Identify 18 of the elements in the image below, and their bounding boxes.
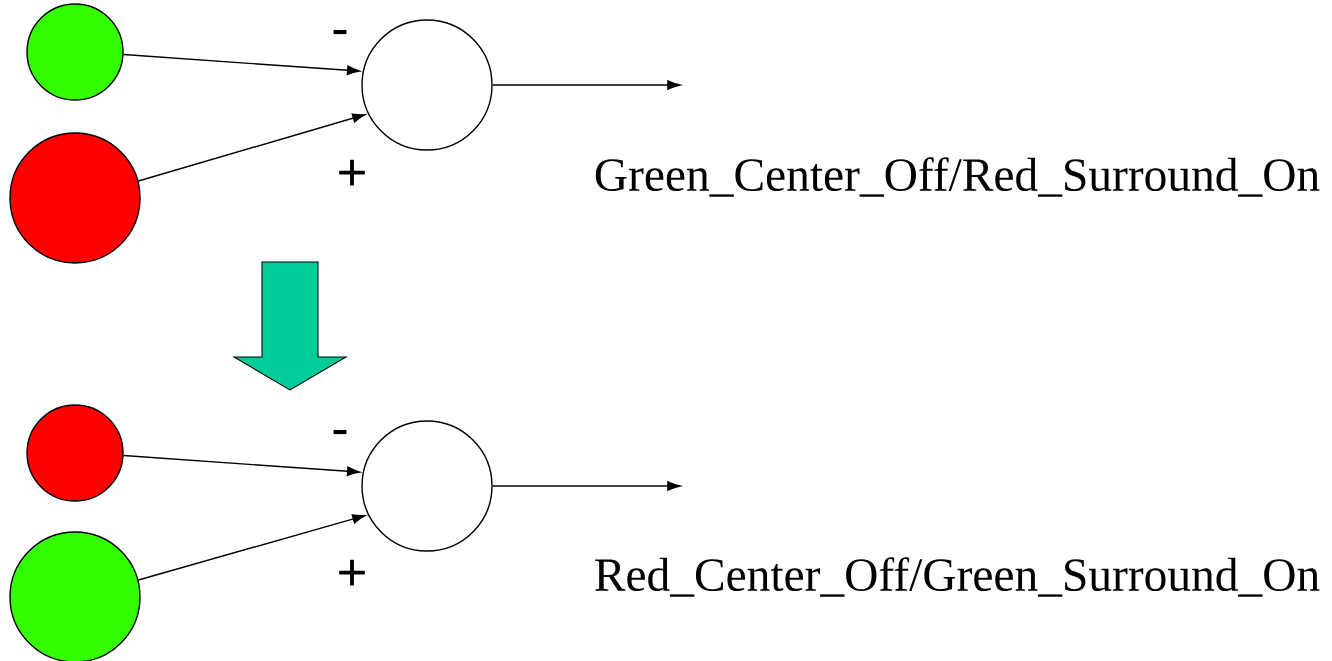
circle-node [9,531,141,661]
circle-node [361,19,493,151]
arrow [492,481,681,491]
arrow [122,53,361,76]
output-label: Red_Center_Off/Green_Surround_On [595,557,1320,597]
arrow [137,113,366,182]
sign-label: - [333,29,347,35]
circle-node [361,420,493,552]
circle-node [26,3,124,101]
circle-node [9,132,141,264]
arrow [122,454,361,477]
output-label: Green_Center_Off/Red_Surround_On [595,157,1320,197]
sign-label: + [339,159,365,186]
sign-label: + [339,559,365,586]
arrow [492,80,681,90]
sign-label: - [333,429,347,435]
arrow [137,514,366,581]
circle-node [26,404,124,502]
